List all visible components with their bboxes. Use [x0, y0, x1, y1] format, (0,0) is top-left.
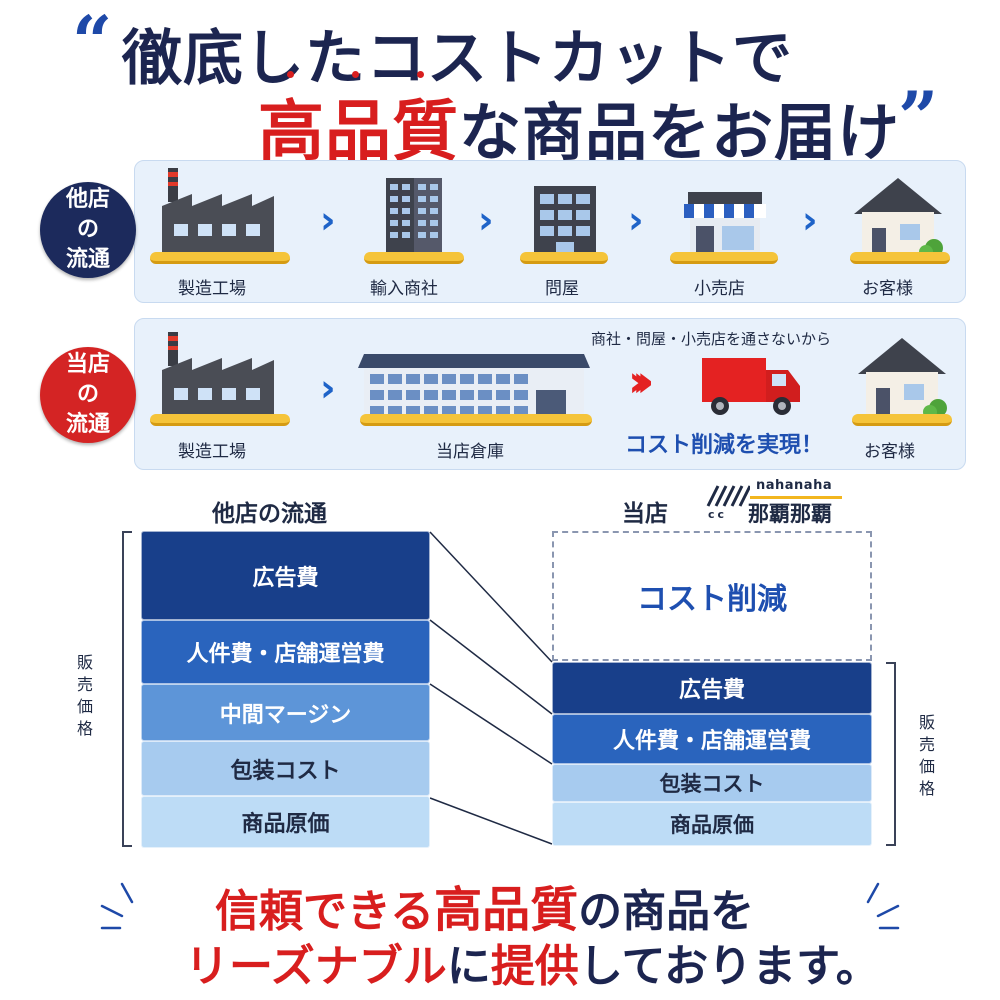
pedestal: [852, 414, 952, 426]
step-label: 当店倉庫: [436, 442, 504, 462]
headline-line-1: 徹底したコストカットで: [122, 24, 793, 94]
step-label: 輸入商社: [370, 279, 438, 299]
cost-bar-advertising: 広告費: [141, 531, 430, 620]
pedestal: [520, 252, 608, 264]
logo-main-text: 那覇那覇: [748, 502, 832, 526]
chevron-right-icon: ›: [478, 198, 494, 242]
cost-bar-goods: 商品原価: [141, 796, 430, 848]
cost-bar-margin: 中間マージン: [141, 684, 430, 741]
accent-lines-left: [100, 882, 134, 930]
chevron-right-icon: ›: [320, 366, 336, 410]
double-chevron-right-icon: ›››: [628, 356, 655, 407]
footer-ending: しております。: [578, 941, 880, 992]
house-icon: [854, 178, 943, 259]
footer-goods: の商品を: [578, 886, 755, 937]
left-bracket: [122, 531, 132, 847]
logo-stripes-icon: [706, 485, 750, 507]
right-bracket: [886, 662, 896, 846]
step-label: 製造工場: [178, 279, 246, 299]
right-price-label: 販売価格: [918, 713, 935, 798]
pedestal: [360, 414, 592, 426]
footer-provide: 提供: [490, 941, 579, 992]
other-store-title: 他店の流通: [212, 501, 327, 527]
our-store-title: 当店: [622, 501, 668, 527]
store-logo: nahanaha 那覇那覇 cc: [704, 478, 844, 526]
step-label: 小売店: [694, 279, 745, 299]
cost-reduction-box: コスト削減: [552, 531, 872, 661]
our-bar-goods: 商品原価: [552, 802, 872, 846]
step-label: 問屋: [545, 279, 579, 299]
pedestal: [850, 252, 950, 264]
house-icon: [858, 338, 947, 419]
factory-icon: [162, 332, 274, 416]
pedestal: [150, 252, 290, 264]
footer-reliable: 信頼できる: [215, 886, 435, 937]
our-bar-personnel: 人件費・店舗運営費: [552, 714, 872, 764]
step-label: 製造工場: [178, 442, 246, 462]
headline-emphasis: 高品質: [258, 93, 459, 170]
factory-icon: [162, 168, 274, 252]
chevron-right-icon: ›: [628, 198, 644, 242]
logo-cc-text: cc: [708, 508, 728, 521]
emphasis-dot: [287, 71, 294, 78]
office-building-icon: [386, 178, 442, 258]
pedestal: [150, 414, 290, 426]
logo-small-text: nahanaha: [756, 478, 833, 493]
wholesale-building-icon: [534, 186, 596, 258]
bypass-note: 商社・問屋・小売店を通さないから: [591, 330, 832, 348]
headline: “ 徹底したコストカットで 高品質な商品をお届け ”: [0, 0, 1000, 170]
left-price-label: 販売価格: [76, 653, 93, 738]
emphasis-dot: [352, 71, 359, 78]
logo-underline: [750, 496, 842, 499]
chevron-right-icon: ›: [802, 198, 818, 242]
accent-lines-right: [866, 882, 900, 930]
pedestal: [364, 252, 464, 264]
step-label: お客様: [864, 442, 915, 462]
quote-open: “: [72, 0, 113, 83]
headline-rest: な商品をお届け: [459, 96, 901, 169]
our-bar-advertising: 広告費: [552, 662, 872, 714]
badge-our-flow: 当店の流通: [40, 347, 136, 443]
cost-bar-packaging: 包装コスト: [141, 741, 430, 796]
footer-quality: 高品質: [434, 882, 579, 938]
badge-other-flow: 他店の流通: [40, 182, 136, 278]
retail-store-icon: [684, 192, 766, 258]
cost-bar-personnel: 人件費・店舗運営費: [141, 620, 430, 684]
footer-reasonable: リーズナブル: [185, 941, 447, 992]
headline-line-2: 高品質な商品をお届け: [258, 78, 900, 174]
cost-reduction-label: コスト削減: [637, 582, 787, 617]
footer-particle: に: [446, 941, 491, 992]
pedestal: [670, 252, 778, 264]
step-label: お客様: [862, 279, 913, 299]
cost-reduction-callout: コスト削減を実現！: [625, 433, 824, 458]
delivery-truck-icon: [702, 358, 800, 415]
footer-line-2: リーズナブルに提供しております。: [185, 930, 880, 994]
chevron-right-icon: ›: [320, 198, 336, 242]
our-bar-packaging: 包装コスト: [552, 764, 872, 802]
emphasis-dot: [417, 71, 424, 78]
quote-close: ”: [898, 76, 939, 159]
footer-line-1: 信頼できる高品質の商品を: [215, 870, 754, 940]
connector-lines: [429, 531, 553, 845]
